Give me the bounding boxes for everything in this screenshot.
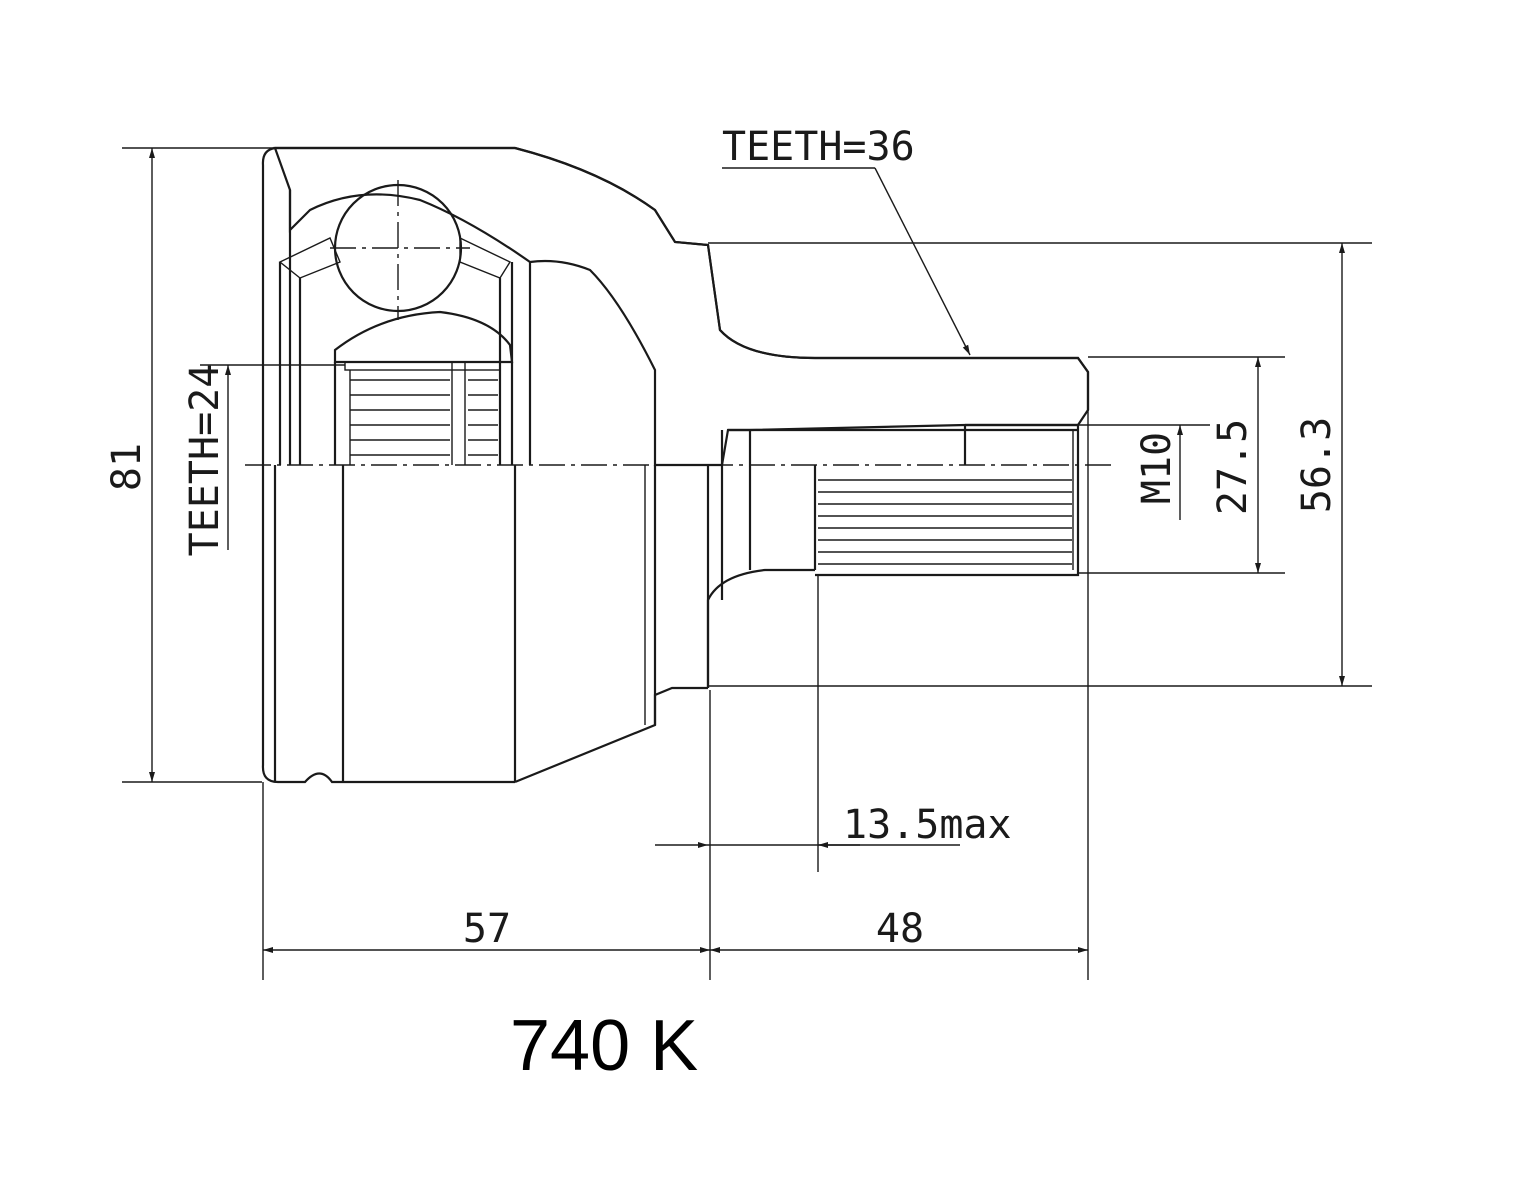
dim-spline-diameter: 27.5: [1078, 356, 1285, 574]
section-hatched: [273, 146, 1090, 467]
outer-spline: [818, 479, 1072, 565]
outer-profile: [261, 146, 1090, 784]
leader-teeth-36: TEETH=36: [722, 124, 971, 356]
dim-81-text: 81: [104, 443, 150, 491]
dim-lengths: 57 48: [262, 410, 1089, 980]
dim-57-text: 57: [463, 906, 511, 952]
dim-27-5-text: 27.5: [1210, 419, 1256, 515]
dim-56-3-text: 56.3: [1294, 417, 1340, 513]
dim-48-text: 48: [876, 906, 924, 952]
teeth-24-label: TEETH=24: [182, 364, 228, 557]
m10-label: M10: [1134, 432, 1180, 504]
internal-detail: [278, 180, 532, 465]
inner-spline: [349, 370, 498, 465]
part-code-label: 740 K: [510, 1006, 699, 1086]
offset-label: 13.5max: [843, 802, 1012, 848]
dim-overall-diameter: 81: [104, 147, 278, 783]
dim-shaft-diameter: 56.3: [708, 242, 1372, 687]
leader-teeth-24: TEETH=24: [182, 364, 345, 557]
dim-offset: 13.5max: [655, 575, 1012, 872]
dim-thread: M10: [1078, 424, 1210, 520]
teeth-36-label: TEETH=36: [722, 124, 915, 170]
